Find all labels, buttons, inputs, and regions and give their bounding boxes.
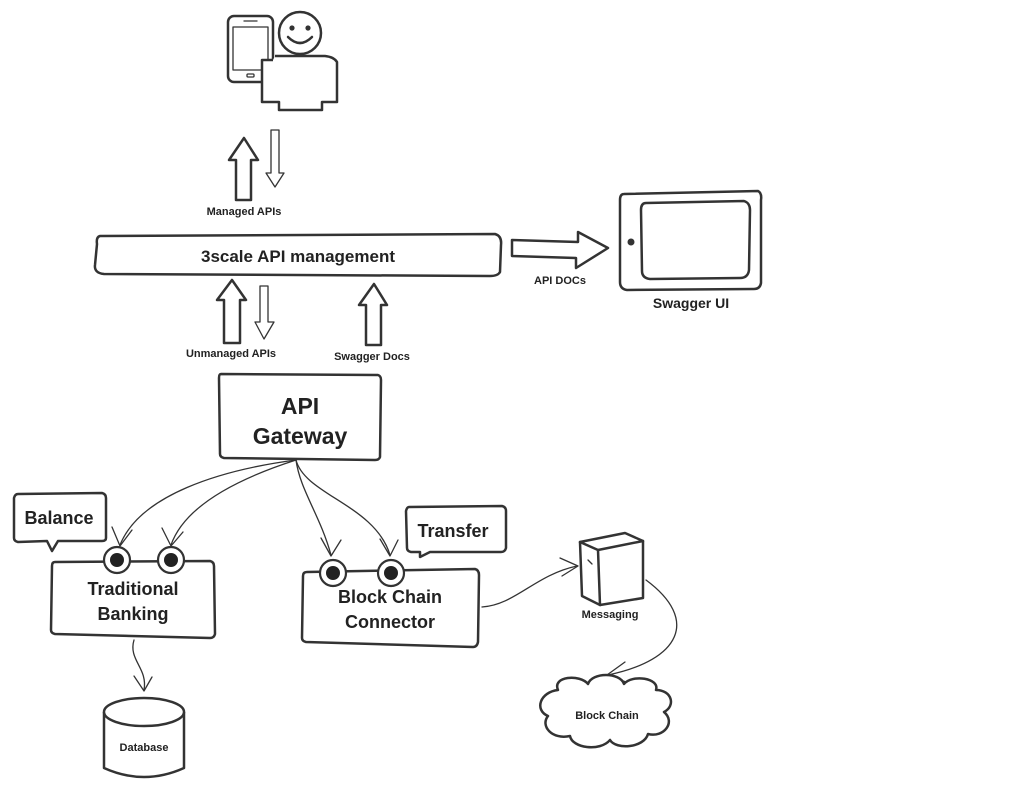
managed-apis-label: Managed APIs	[207, 206, 282, 218]
messaging-label: Messaging	[582, 609, 639, 621]
gateway-connectors	[112, 460, 398, 556]
managed-apis-arrows	[229, 130, 284, 200]
connector-endpoint-icon	[320, 560, 346, 586]
message-box-icon	[580, 533, 643, 605]
transfer-label: Transfer	[417, 521, 488, 541]
block-chain-connector-label-line2: Connector	[345, 612, 435, 632]
api-docs-label: API DOCs	[534, 275, 586, 287]
swagger-docs-arrow	[359, 284, 387, 345]
block-chain-connector-label-line1: Block Chain	[338, 587, 442, 607]
transfer-endpoint-icon	[378, 560, 404, 586]
block-chain-label: Block Chain	[575, 710, 639, 722]
database-cylinder-icon	[104, 698, 184, 777]
api-gateway-label-line2: Gateway	[253, 423, 348, 449]
monitor-icon	[620, 191, 761, 290]
traditional-banking-box	[51, 561, 215, 638]
database-label: Database	[120, 742, 169, 754]
unmanaged-apis-label: Unmanaged APIs	[186, 348, 276, 360]
swagger-ui-label: Swagger UI	[653, 295, 729, 311]
user-with-tablet-icon	[228, 12, 337, 110]
balance-endpoint-icon	[104, 547, 130, 573]
swagger-docs-label: Swagger Docs	[334, 351, 410, 363]
api-docs-arrow	[512, 232, 608, 268]
banking-to-database-arrow	[133, 640, 152, 691]
balance-label: Balance	[24, 508, 93, 528]
traditional-banking-label-line2: Banking	[97, 604, 168, 624]
banking-endpoint-icon	[158, 547, 184, 573]
connector-to-messaging-arrow	[482, 558, 578, 607]
api-gateway-label-line1: API	[281, 393, 319, 419]
unmanaged-apis-arrows	[217, 280, 274, 343]
api-management-label: 3scale API management	[201, 247, 395, 266]
traditional-banking-label-line1: Traditional	[87, 579, 178, 599]
